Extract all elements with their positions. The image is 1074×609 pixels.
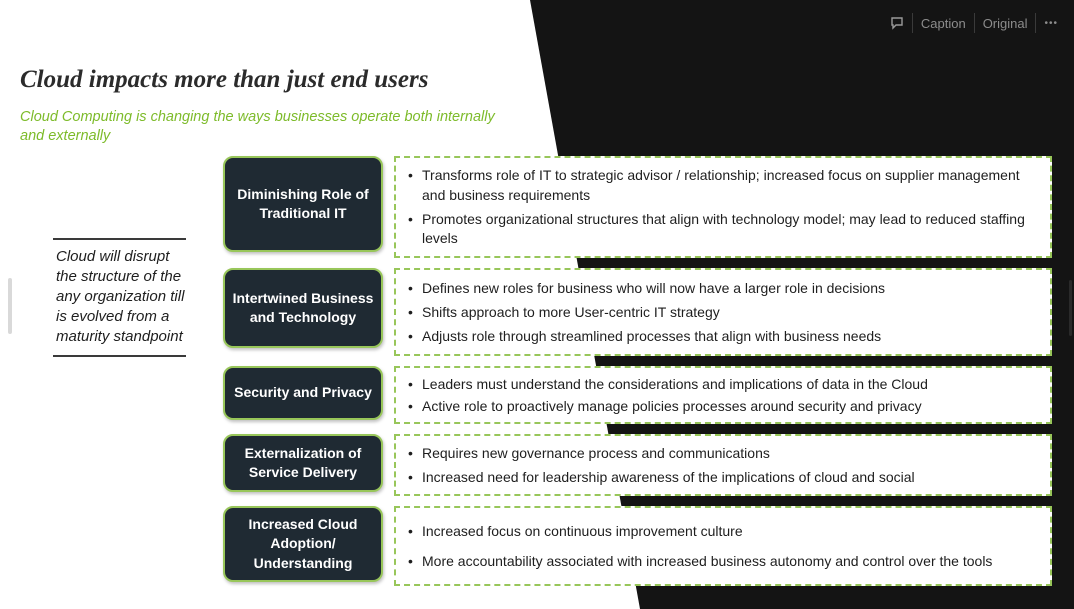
more-icon: ••• [1044, 17, 1058, 29]
right-scroll-handle[interactable] [1069, 280, 1072, 336]
category-label: Diminishing Role of Traditional IT [237, 185, 369, 222]
category-box-diminishing-role: Diminishing Role of Traditional IT [223, 156, 383, 252]
category-box-security: Security and Privacy [223, 366, 383, 420]
bullet-item: Increased need for leadership awareness … [408, 468, 1038, 488]
original-button[interactable]: Original [982, 15, 1028, 31]
category-box-externalization: Externalization of Service Delivery [223, 434, 383, 492]
category-label: Increased Cloud Adoption/ Understanding [248, 515, 358, 571]
category-label: Security and Privacy [234, 384, 372, 401]
category-box-intertwined: Intertwined Business and Technology [223, 268, 383, 348]
category-box-cloud-adoption: Increased Cloud Adoption/ Understanding [223, 506, 383, 582]
more-options-button[interactable]: ••• [1036, 10, 1066, 36]
caption-button[interactable]: Caption [920, 15, 966, 31]
callout-box: Cloud will disrupt the structure of the … [53, 238, 186, 357]
bullet-item: Requires new governance process and comm… [408, 444, 1038, 464]
detail-box-cloud-adoption: Increased focus on continuous improvemen… [394, 506, 1052, 586]
bullet-item: Shifts approach to more User-centric IT … [408, 303, 1038, 323]
comment-button[interactable] [882, 10, 912, 36]
bullet-item: Active role to proactively manage polici… [408, 397, 1038, 417]
bullet-item: Transforms role of IT to strategic advis… [408, 166, 1038, 205]
bullet-item: Promotes organizational structures that … [408, 210, 1038, 249]
left-scroll-handle[interactable] [8, 278, 12, 334]
bullet-item: More accountability associated with incr… [408, 552, 1038, 572]
callout-text: Cloud will disrupt the structure of the … [56, 248, 185, 345]
slide-subtitle: Cloud Computing is changing the ways bus… [20, 109, 495, 144]
slide-title: Cloud impacts more than just end users [20, 66, 429, 93]
bullet-item: Adjusts role through streamlined process… [408, 327, 1038, 347]
category-label: Intertwined Business and Technology [232, 289, 374, 326]
detail-box-security: Leaders must understand the consideratio… [394, 366, 1052, 424]
detail-box-externalization: Requires new governance process and comm… [394, 434, 1052, 496]
detail-box-intertwined: Defines new roles for business who will … [394, 268, 1052, 356]
bullet-item: Increased focus on continuous improvemen… [408, 522, 1038, 542]
bullet-item: Defines new roles for business who will … [408, 279, 1038, 299]
toolbar-divider [1035, 13, 1037, 33]
toolbar-divider [973, 13, 975, 33]
comment-icon [890, 16, 904, 30]
category-label: Externalization of Service Delivery [244, 444, 362, 481]
viewer-toolbar: Caption Original ••• [882, 10, 1066, 36]
toolbar-divider [911, 13, 913, 33]
detail-box-diminishing-role: Transforms role of IT to strategic advis… [394, 156, 1052, 258]
bullet-item: Leaders must understand the consideratio… [408, 375, 1038, 395]
